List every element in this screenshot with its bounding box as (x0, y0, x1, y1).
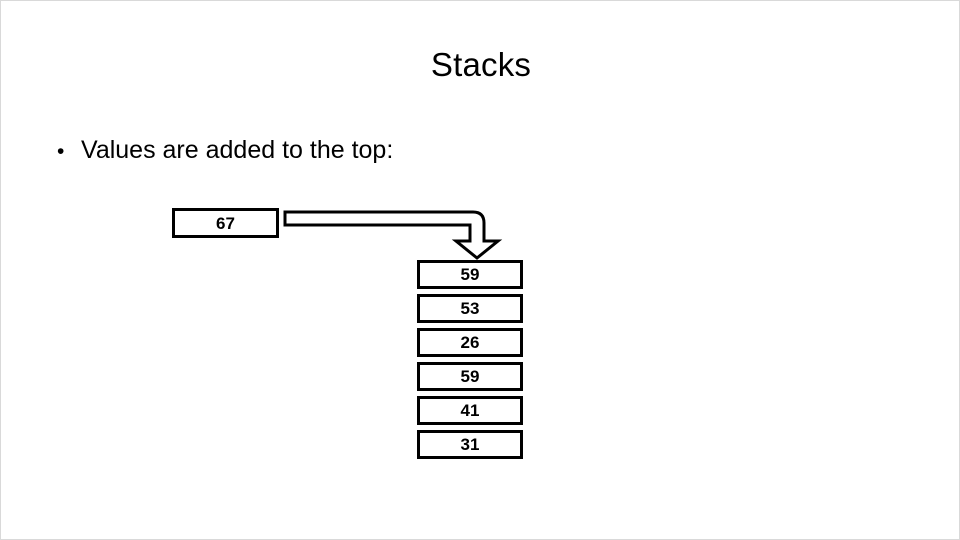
list-item: • Values are added to the top: (51, 133, 911, 169)
stack-box-0: 59 (417, 260, 523, 289)
stack-box-2: 26 (417, 328, 523, 357)
push-arrow-icon (283, 210, 503, 260)
stack-box-5: 31 (417, 430, 523, 459)
bullet-text: Values are added to the top: (81, 136, 394, 164)
bullet-marker-icon: • (57, 140, 65, 163)
page-title: Stacks (430, 46, 532, 83)
stack-box-4: 41 (417, 396, 523, 425)
stack-box-1: 53 (417, 294, 523, 323)
stack-box-3: 59 (417, 362, 523, 391)
incoming-value-box: 67 (172, 208, 279, 238)
bullet-list: • Values are added to the top: (51, 133, 911, 169)
